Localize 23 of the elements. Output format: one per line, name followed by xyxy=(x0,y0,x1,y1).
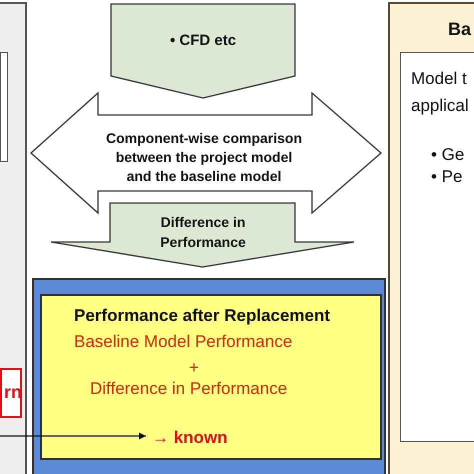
highlight-box xyxy=(0,368,22,418)
down-arrow-shape xyxy=(50,202,355,268)
plus-sign: + xyxy=(188,358,200,378)
side-panel xyxy=(0,2,27,474)
body-text: Model t applical xyxy=(411,68,470,117)
formula-text: Baseline Model Performance xyxy=(74,332,294,352)
text-panel xyxy=(400,52,474,442)
list-item: • Ge xyxy=(431,145,466,165)
outer-panel xyxy=(32,278,386,474)
pentagon-shape xyxy=(110,3,296,99)
label-text: Difference in Performance xyxy=(159,213,247,252)
list-item: • Pe xyxy=(431,167,464,187)
heading: Performance after Replacement xyxy=(74,306,332,326)
result-text: → known xyxy=(152,428,229,448)
formula-text: Difference in Performance xyxy=(90,379,288,399)
side-panel xyxy=(388,2,474,474)
heading: Ba xyxy=(448,18,472,40)
label-text: Component-wise comparison between the project model and the baseline model xyxy=(104,129,304,186)
inner-box xyxy=(0,52,8,162)
label-text: • CFD etc xyxy=(168,32,238,50)
arrow xyxy=(0,432,146,440)
result-box xyxy=(40,294,382,460)
double-arrow-shape xyxy=(30,92,382,214)
